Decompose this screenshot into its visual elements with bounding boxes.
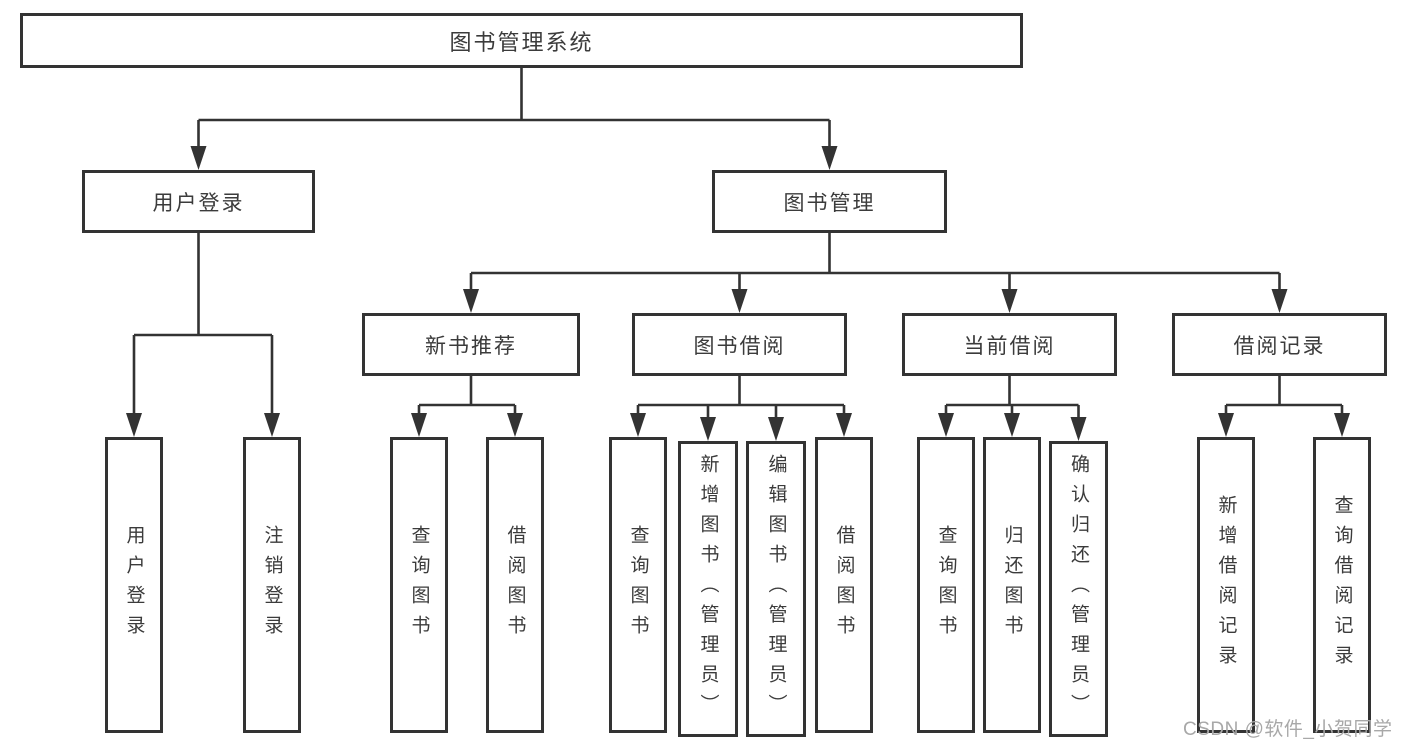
node-library-management-system: 图书管理系统 [20,13,1023,68]
node-book-management: 图书管理 [712,170,947,233]
leaf-recommend-query-books: 查询图书 [390,437,448,733]
csdn-watermark: CSDN @软件_小贺同学 [1183,719,1393,740]
leaf-current-return-books: 归还图书 [983,437,1041,733]
leaf-records-query-record: 查询借阅记录 [1313,437,1371,733]
leaf-logout-login: 注销登录 [243,437,301,733]
leaf-recommend-borrow-books: 借阅图书 [486,437,544,733]
node-user-login: 用户登录 [82,170,315,233]
node-borrowing-records: 借阅记录 [1172,313,1387,376]
node-book-borrowing: 图书借阅 [632,313,847,376]
leaf-borrowing-edit-books-admin: 编辑图书（管理员） [746,441,806,737]
leaf-user-login: 用户登录 [105,437,163,733]
leaf-current-confirm-return-admin: 确认归还（管理员） [1049,441,1108,737]
leaf-borrowing-add-books-admin: 新增图书（管理员） [678,441,738,737]
leaf-records-add-record: 新增借阅记录 [1197,437,1255,733]
node-current-borrowing: 当前借阅 [902,313,1117,376]
node-new-book-recommendation: 新书推荐 [362,313,580,376]
leaf-borrowing-query-books: 查询图书 [609,437,667,733]
leaf-current-query-books: 查询图书 [917,437,975,733]
leaf-borrowing-borrow-books: 借阅图书 [815,437,873,733]
